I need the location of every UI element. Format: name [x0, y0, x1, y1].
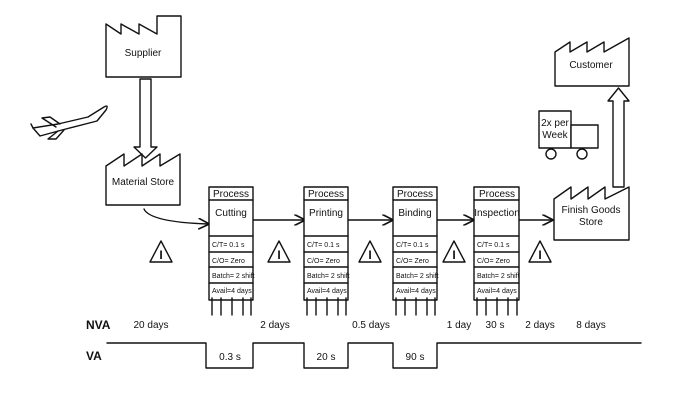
truck-frequency-line2: Week	[542, 130, 568, 141]
inventory-triangle-icon: I	[358, 240, 382, 263]
inventory-triangle-icon: I	[528, 240, 552, 263]
svg-text:I: I	[368, 248, 371, 262]
process-name: Printing	[309, 208, 343, 219]
inventory-triangle-icon: I	[267, 240, 291, 263]
finish-goods-store-factory: Finish Goods Store	[553, 186, 630, 241]
process-header: Process	[308, 189, 344, 200]
batch-size: Batch= 2 shift	[477, 273, 520, 280]
cycle-time: C/T= 0.1 s	[212, 242, 245, 249]
va-value: 0.3 s	[219, 352, 241, 363]
availability: Avail=4 days	[396, 288, 436, 295]
process-header: Process	[213, 189, 249, 200]
truck-frequency-line1: 2x per	[541, 118, 569, 129]
changeover-time: C/O= Zero	[307, 258, 340, 265]
changeover-time: C/O= Zero	[212, 258, 245, 265]
nva-value: 1 day	[447, 320, 471, 331]
customer-label: Customer	[569, 60, 613, 71]
va-value: 90 s	[406, 352, 425, 363]
changeover-time: C/O= Zero	[396, 258, 429, 265]
svg-text:I: I	[159, 248, 162, 262]
customer-factory: Customer	[554, 37, 630, 87]
inventory-triangle-icon: I	[149, 240, 173, 263]
inventory-triangle-icon: I	[442, 240, 466, 263]
batch-size: Batch= 2 shift	[307, 273, 350, 280]
svg-text:I: I	[452, 248, 455, 262]
nva-label: NVA	[86, 318, 111, 332]
process-box-binding: Process Binding C/T= 0.1 s C/O= Zero Bat…	[392, 186, 439, 316]
material-store-factory: Material Store	[105, 153, 181, 206]
supplier-factory: Supplier	[105, 15, 182, 78]
process-name: Binding	[398, 208, 431, 219]
nva-value: 30 s	[486, 320, 505, 331]
availability: Avail=4 days	[307, 288, 347, 295]
svg-text:I: I	[538, 248, 541, 262]
finish-goods-line1: Finish Goods	[562, 205, 621, 216]
availability: Avail=4 days	[477, 288, 517, 295]
process-name: Cutting	[215, 208, 247, 219]
batch-size: Batch= 2 shift	[212, 273, 255, 280]
finish-goods-line2: Store	[579, 217, 603, 228]
cycle-time: C/T= 0.1 s	[396, 242, 429, 249]
process-header: Process	[479, 189, 515, 200]
timeline-step-line	[106, 342, 642, 369]
process-box-printing: Process Printing C/T= 0.1 s C/O= Zero Ba…	[303, 186, 350, 316]
availability: Avail=4 days	[212, 288, 252, 295]
customer-shipment-arrow	[607, 87, 630, 188]
va-label: VA	[86, 349, 102, 363]
nva-value: 2 days	[260, 320, 289, 331]
cycle-time: C/T= 0.1 s	[477, 242, 510, 249]
timeline: NVA VA 20 days 2 days 0.5 days 1 day 30 …	[86, 318, 642, 369]
process-box-inspection: Process Inspection C/T= 0.1 s C/O= Zero …	[473, 186, 520, 316]
nva-value: 8 days	[576, 320, 605, 331]
svg-text:I: I	[277, 248, 280, 262]
process-box-cutting: Process Cutting C/T= 0.1 s C/O= Zero Bat…	[208, 186, 255, 316]
shipment-arrow	[133, 78, 158, 159]
truck-icon: 2x per Week	[538, 110, 599, 160]
airplane-icon	[30, 105, 108, 140]
nva-value: 0.5 days	[352, 320, 390, 331]
batch-size: Batch= 2 shift	[396, 273, 439, 280]
supplier-label: Supplier	[125, 48, 162, 59]
material-store-label: Material Store	[112, 177, 175, 188]
nva-value: 2 days	[525, 320, 554, 331]
flow-arrow	[143, 208, 208, 224]
process-name: Inspection	[474, 208, 520, 219]
changeover-time: C/O= Zero	[477, 258, 510, 265]
nva-value: 20 days	[133, 320, 168, 331]
va-value: 20 s	[317, 352, 336, 363]
process-header: Process	[397, 189, 433, 200]
cycle-time: C/T= 0.1 s	[307, 242, 340, 249]
